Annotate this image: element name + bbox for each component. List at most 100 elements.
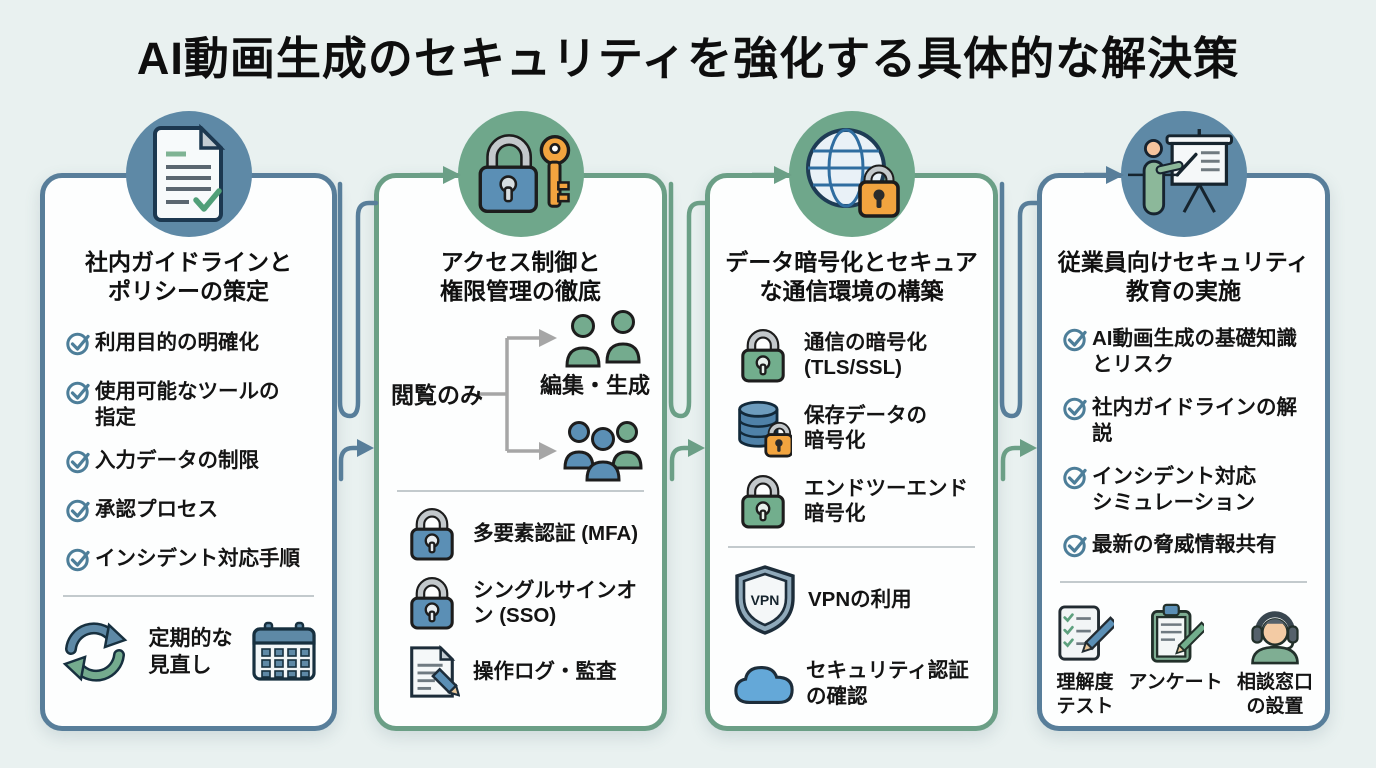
checklist-text: 最新の脅威情報共有: [1092, 533, 1277, 557]
checklist-text: 利用目的の明確化: [95, 331, 259, 355]
card-encryption: データ暗号化とセキュア な通信環境の構築 通信の暗号化 (TLS/SSL) 保存…: [705, 111, 998, 731]
audit-log-label: 操作ログ・監査: [473, 660, 617, 684]
card-access-title: アクセス制御と 権限管理の徹底: [440, 249, 601, 305]
tls-label: 通信の暗号化 (TLS/SSL): [804, 330, 927, 380]
branch-lines: [477, 336, 541, 454]
edit-generate-label: 編集・生成: [539, 373, 650, 399]
survey-label: アンケート: [1128, 672, 1223, 694]
sso-row: シングルサインオ ン (SSO): [379, 575, 662, 631]
check-circle-icon: [65, 448, 95, 480]
list-item: 最新の脅威情報共有: [1062, 532, 1317, 564]
presenter-icon: [1127, 129, 1233, 216]
people-trio-icon: [563, 421, 643, 482]
checklist-text: 使用可能なツールの 指定: [95, 380, 280, 430]
training-tools-row: 理解度 テスト アンケート: [1042, 589, 1325, 717]
globe-lock-icon: [805, 128, 900, 218]
mid-arrow-1: [338, 445, 363, 482]
e2e-row: エンドツーエンド 暗号化: [710, 472, 993, 530]
check-circle-icon: [65, 379, 95, 411]
checklist-text: 承認プロセス: [95, 498, 218, 522]
divider: [1060, 581, 1307, 584]
card-training: 従業員向けセキュリティ 教育の実施 AI動画生成の基礎知識 とリスク 社内ガイド…: [1037, 111, 1330, 731]
security-cert-row: セキュリティ認証 の確認: [710, 658, 993, 710]
refresh-cycle-icon: [62, 622, 128, 682]
audit-log-icon: [401, 644, 463, 700]
branch-arrowhead-bottom: [539, 442, 557, 461]
mid-arrowhead-1: [357, 439, 374, 457]
mfa-row: 多要素認証 (MFA): [379, 506, 662, 562]
card-encryption-title: データ暗号化とセキュア な通信環境の構築: [725, 249, 978, 305]
mid-arrowhead-3: [1020, 439, 1037, 457]
help-desk-icon: [1251, 611, 1299, 665]
card-access-control: アクセス制御と 権限管理の徹底 閲覧のみ 編集・生成: [374, 111, 667, 731]
people-pair-icon: [565, 310, 641, 368]
branch-diagram-graphic: [477, 310, 643, 482]
guidelines-checklist: 利用目的の明確化 使用可能なツールの 指定 入力データの制限 承認プロセス イン…: [45, 330, 332, 578]
mid-arrow-2: [669, 445, 694, 482]
card-guidelines: 社内ガイドラインと ポリシーの策定 利用目的の明確化 使用可能なツールの 指定 …: [40, 111, 337, 731]
sso-label: シングルサインオ ン (SSO): [473, 578, 637, 628]
comprehension-test-label: 理解度 テスト: [1056, 672, 1114, 717]
padlock-green-icon: [732, 472, 794, 530]
tls-row: 通信の暗号化 (TLS/SSL): [710, 326, 993, 384]
check-circle-icon: [1062, 326, 1092, 358]
e2e-label: エンドツーエンド 暗号化: [804, 476, 968, 526]
loop-connector-1: [337, 181, 379, 419]
page-title: AI動画生成のセキュリティを強化する具体的な解決策: [136, 33, 1240, 84]
database-lock-icon: [732, 397, 794, 459]
list-item: 入力データの制限: [65, 448, 318, 480]
list-item: インシデント対応 シミュレーション: [1062, 464, 1317, 516]
list-item: 利用目的の明確化: [65, 330, 318, 362]
vpn-shield-icon: VPN: [732, 564, 798, 636]
list-item: AI動画生成の基礎知識 とリスク: [1062, 326, 1317, 378]
vpn-row: VPN VPNの利用: [710, 564, 993, 636]
document-check-icon: [152, 124, 225, 222]
check-circle-icon: [65, 330, 95, 362]
check-circle-icon: [65, 546, 95, 578]
checklist-text: 入力データの制限: [95, 449, 259, 473]
check-circle-icon: [1062, 395, 1092, 427]
check-circle-icon: [1062, 464, 1092, 496]
divider: [63, 595, 314, 598]
checklist-text: インシデント対応 シミュレーション: [1092, 464, 1256, 514]
checklist-text: 社内ガイドラインの解説: [1092, 396, 1297, 445]
list-item: 使用可能なツールの 指定: [65, 379, 318, 431]
badge-access-control: [457, 111, 584, 237]
comprehension-test-icon: [1058, 605, 1114, 661]
list-item: インシデント対応手順: [65, 546, 318, 578]
divider: [728, 546, 975, 549]
comprehension-test-item: 理解度 テスト: [1056, 603, 1114, 717]
check-circle-icon: [65, 497, 95, 529]
help-desk-label: 相談窓口 の設置: [1236, 672, 1313, 717]
vpn-label: VPNの利用: [808, 588, 912, 612]
branch-arrowhead-top: [539, 329, 557, 348]
svg-text:VPN: VPN: [751, 592, 780, 608]
badge-guidelines: [125, 111, 252, 237]
storage-encryption-row: 保存データの 暗号化: [710, 397, 993, 459]
card-training-title: 従業員向けセキュリティ 教育の実施: [1057, 249, 1310, 305]
survey-clipboard-icon: [1151, 604, 1205, 664]
audit-log-row: 操作ログ・監査: [379, 644, 662, 700]
survey-item: アンケート: [1128, 603, 1223, 717]
checklist-text: AI動画生成の基礎知識 とリスク: [1092, 327, 1297, 377]
cloud-icon: [732, 661, 796, 707]
view-only-label: 閲覧のみ: [391, 382, 483, 409]
divider: [397, 490, 644, 493]
review-cycle-label: 定期的な 見直し: [148, 626, 233, 678]
card-guidelines-title: 社内ガイドラインと ポリシーの策定: [85, 249, 292, 305]
padlock-blue-icon: [401, 506, 463, 562]
storage-encryption-label: 保存データの 暗号化: [804, 403, 927, 453]
training-checklist: AI動画生成の基礎知識 とリスク 社内ガイドラインの解説 インシデント対応 シミ…: [1042, 326, 1325, 564]
calendar-icon: [252, 621, 316, 681]
mfa-label: 多要素認証 (MFA): [473, 522, 639, 546]
permission-branch-diagram: 閲覧のみ 編集・生成: [379, 310, 662, 484]
padlock-blue-icon: [401, 575, 463, 631]
mid-arrow-3: [1000, 445, 1025, 482]
loop-connector-3: [999, 181, 1042, 419]
list-item: 社内ガイドラインの解説: [1062, 395, 1317, 447]
checklist-text: インシデント対応手順: [95, 547, 300, 571]
mid-arrowhead-2: [688, 439, 705, 457]
review-cycle-row: 定期的な 見直し: [45, 603, 332, 685]
security-cert-label: セキュリティ認証 の確認: [806, 659, 969, 709]
padlock-green-icon: [732, 326, 794, 384]
